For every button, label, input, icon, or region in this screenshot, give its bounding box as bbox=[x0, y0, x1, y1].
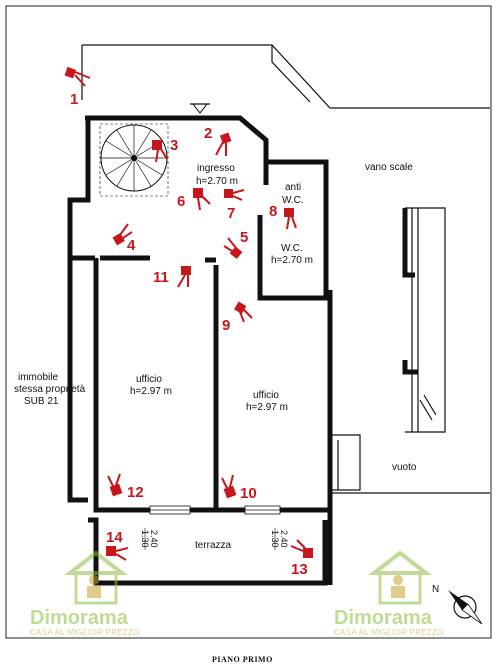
label-terrazza: terrazza bbox=[195, 540, 232, 551]
label-stessa-proprieta: stessa proprietà bbox=[14, 384, 86, 395]
camera-number-4: 4 bbox=[127, 237, 136, 254]
window-dimensions: 2.40 1.30 2.40 1.30 bbox=[140, 528, 289, 550]
camera-marker-3: 3 bbox=[152, 137, 178, 163]
camera-number-8: 8 bbox=[269, 203, 277, 220]
camera-number-14: 14 bbox=[106, 529, 123, 546]
camera-number-9: 9 bbox=[222, 317, 230, 334]
brand-tagline-left: CASA AL MIGLIOR PREZZO bbox=[30, 628, 140, 637]
label-ufficio-right: ufficio bbox=[253, 390, 279, 401]
walls bbox=[67, 115, 333, 586]
camera-marker-7: 7 bbox=[224, 189, 245, 222]
camera-number-3: 3 bbox=[170, 137, 178, 154]
house-logo-icon bbox=[64, 550, 128, 605]
window-2-top: 2.40 bbox=[279, 530, 289, 548]
camera-markers: 1 2 3 4 5 6 bbox=[64, 66, 313, 578]
label-ufficio-right-height: h=2.97 m bbox=[246, 402, 288, 413]
brand-watermark-right: Dimorama CASA AL MIGLIOR PREZZO bbox=[334, 550, 444, 637]
right-structures bbox=[330, 207, 490, 494]
label-immobile: immobile bbox=[18, 372, 58, 383]
camera-marker-14: 14 bbox=[106, 529, 129, 561]
room-labels: ingresso h=2.70 m anti W.C. W.C. h=2.70 … bbox=[14, 162, 417, 551]
label-anti: anti bbox=[285, 182, 301, 193]
floor-title: PIANO PRIMO bbox=[212, 655, 273, 664]
camera-number-5: 5 bbox=[240, 229, 248, 246]
brand-watermark-left: Dimorama CASA AL MIGLIOR PREZZO bbox=[30, 550, 140, 637]
camera-marker-9: 9 bbox=[222, 301, 253, 334]
label-ingresso: ingresso bbox=[197, 163, 235, 174]
label-wc: W.C. bbox=[281, 243, 303, 254]
facade-windows bbox=[149, 505, 281, 515]
label-anti-wc: W.C. bbox=[282, 195, 304, 206]
camera-marker-4: 4 bbox=[112, 223, 136, 254]
window-1-top: 2.40 bbox=[149, 530, 159, 548]
camera-number-12: 12 bbox=[127, 484, 144, 501]
label-ingresso-height: h=2.70 m bbox=[196, 176, 238, 187]
brand-name-right: Dimorama bbox=[334, 607, 433, 629]
camera-number-2: 2 bbox=[204, 125, 212, 142]
camera-marker-13: 13 bbox=[290, 539, 313, 578]
camera-marker-5: 5 bbox=[223, 229, 248, 260]
camera-marker-2: 2 bbox=[204, 125, 232, 156]
compass-north-label: N bbox=[432, 584, 439, 595]
spiral-staircase bbox=[99, 123, 169, 197]
camera-number-13: 13 bbox=[291, 561, 308, 578]
camera-number-10: 10 bbox=[240, 485, 257, 502]
camera-marker-6: 6 bbox=[177, 188, 211, 211]
camera-marker-10: 10 bbox=[221, 474, 257, 502]
brand-tagline-right: CASA AL MIGLIOR PREZZO bbox=[334, 628, 444, 637]
camera-number-1: 1 bbox=[70, 91, 78, 108]
brand-name-left: Dimorama bbox=[30, 607, 129, 629]
camera-number-11: 11 bbox=[153, 269, 169, 286]
camera-marker-1: 1 bbox=[64, 66, 91, 108]
label-sub21: SUB 21 bbox=[24, 396, 59, 407]
compass-icon: N bbox=[432, 584, 483, 625]
camera-marker-8: 8 bbox=[269, 203, 297, 230]
camera-number-6: 6 bbox=[177, 193, 185, 210]
label-vano-scale: vano scale bbox=[365, 162, 413, 173]
exterior-lines bbox=[81, 44, 490, 114]
camera-marker-12: 12 bbox=[107, 473, 144, 501]
camera-marker-11: 11 bbox=[153, 266, 191, 288]
camera-number-7: 7 bbox=[227, 205, 235, 222]
label-vuoto: vuoto bbox=[392, 462, 417, 473]
label-ufficio-left: ufficio bbox=[136, 374, 162, 385]
label-ufficio-left-height: h=2.97 m bbox=[130, 386, 172, 397]
label-wc-height: h=2.70 m bbox=[271, 255, 313, 266]
house-logo-icon bbox=[368, 550, 432, 605]
plan-frame bbox=[5, 5, 492, 639]
